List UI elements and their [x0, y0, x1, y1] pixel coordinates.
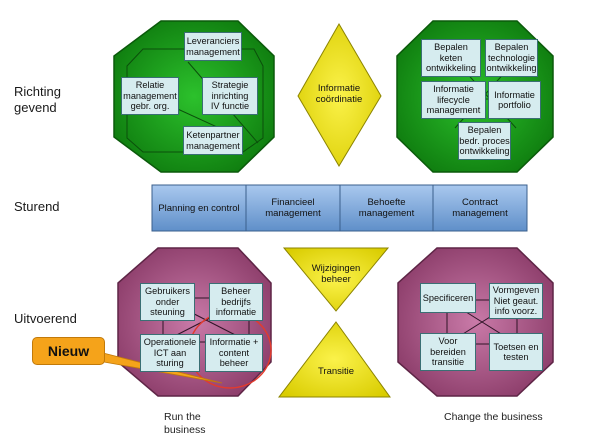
box-ketenpartner-management: Ketenpartner management: [183, 126, 243, 155]
box-specificeren: Specificeren: [420, 283, 476, 313]
diamond-informatie-coordinatie: [297, 22, 382, 167]
box-bepalen-technologie-ontwikkeling: Bepalen technologie ontwikkeling: [485, 39, 538, 77]
octagon-bottom-right: [397, 247, 554, 397]
octagon-bottom-left: [117, 247, 272, 397]
box-informatie-portfolio: Informatie portfolio: [488, 81, 541, 119]
box-informatie-lifecycle-management: Informatie lifecycle management: [421, 81, 486, 119]
bar-cell-behoefte-management: Behoefte management: [358, 197, 415, 219]
transitie-label: Transitie: [317, 366, 355, 377]
box-bepalen-keten-ontwikkeling: Bepalen keten ontwikkeling: [421, 39, 481, 77]
box-relatie-management: Relatie management gebr. org.: [121, 77, 179, 115]
box-voorbereiden-transitie: Voor bereiden transitie: [420, 333, 476, 371]
box-beheer-bedrijfsinformatie: Beheer bedrijfs informatie: [209, 283, 263, 321]
box-strategie-inrichting: Strategie inrichting IV functie: [202, 77, 258, 115]
bar-cell-financieel-management: Financieel management: [265, 197, 321, 219]
row-label-sturend: Sturend: [14, 199, 60, 214]
caption-run-the-business: Run the business: [164, 411, 206, 436]
informatie-coordinatie-label: Informatie coördinatie: [315, 83, 363, 105]
box-bepalen-bedr-proces-ontwikkeling: Bepalen bedr. proces ontwikkeling: [458, 122, 511, 160]
box-gebruikers-ondersteuning: Gebruikers onder steuning: [140, 283, 195, 321]
box-leveranciers-management: Leveranciers management: [184, 32, 242, 61]
nieuw-callout: Nieuw: [32, 337, 105, 365]
box-informatie-content-beheer: Informatie + content beheer: [205, 334, 263, 372]
bar-cell-contract-management: Contract management: [452, 197, 508, 219]
wijzigingen-beheer-label: Wijzigingen beheer: [311, 263, 361, 285]
bar-cell-planning-en-control: Planning en control: [158, 202, 240, 214]
bar-dividers: [245, 185, 434, 231]
triangle-transitie: [277, 321, 391, 398]
triangle-wijzigingen-beheer: [282, 247, 390, 312]
box-vormgeven-niet-geaut-info: Vormgeven Niet geaut. info voorz.: [489, 283, 543, 319]
caption-change-the-business: Change the business: [444, 411, 543, 423]
row-label-richting-gevend: Richting gevend: [14, 84, 61, 115]
box-toetsen-en-testen: Toetsen en testen: [489, 333, 543, 371]
box-operationele-ict-aansturing: Operationele ICT aan sturing: [140, 334, 200, 372]
row-label-uitvoerend: Uitvoerend: [14, 311, 77, 326]
